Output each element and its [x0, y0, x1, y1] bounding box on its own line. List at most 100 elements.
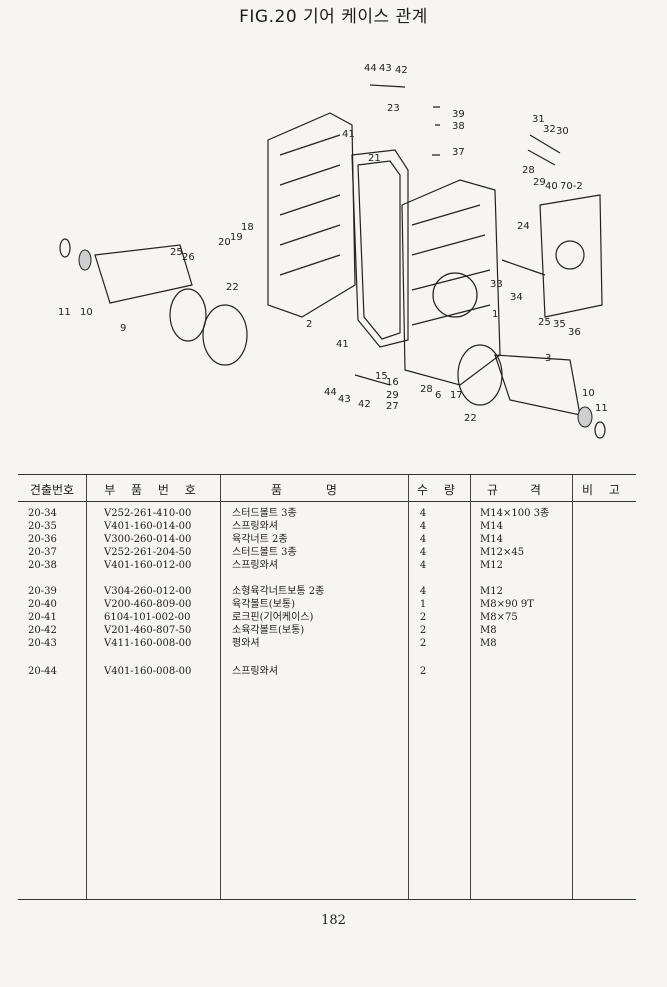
callout-label: 16: [386, 377, 399, 388]
cell-spec: M12×45: [480, 547, 525, 558]
column-divider: [572, 475, 573, 899]
cell-no: 20-37: [28, 547, 57, 558]
column-divider: [408, 475, 409, 899]
cell-part-no: V401-160-014-00: [104, 521, 192, 532]
callout-label: 22: [226, 282, 239, 293]
cell-name: 육각볼트(보통): [232, 599, 296, 610]
cell-name: 스프링와셔: [232, 666, 278, 677]
cell-no: 20-38: [28, 560, 57, 571]
cell-spec: M8: [480, 638, 497, 649]
cell-part-no: V304-260-012-00: [104, 586, 192, 597]
callout-label: 44: [364, 63, 377, 74]
left-axle-housing: [94, 244, 193, 304]
cell-part-no: V411-160-008-00: [104, 638, 192, 649]
cell-part-no: V201-460-807-50: [104, 625, 192, 636]
cell-name: 로크핀(기어케이스): [232, 612, 314, 623]
callout-label: 22: [464, 413, 477, 424]
callout-label: 44: [324, 387, 337, 398]
table-row: 20-42 V201-460-807-50 소육각볼트(보통) 2 M8: [18, 624, 636, 637]
cell-part-no: 6104-101-002-00: [104, 612, 191, 623]
callout-label: 43: [379, 63, 392, 74]
table-row: 20-37 V252-261-204-50 스터드볼트 3종 4 M12×45: [18, 546, 636, 559]
callout-label: 2: [306, 319, 312, 330]
cell-no: 20-43: [28, 638, 57, 649]
callout-label: 31: [532, 114, 545, 125]
callout-label: 29: [533, 177, 546, 188]
table-header: 견출번호 부 품 번 호 품 명 수 량 규 격 비 고: [18, 475, 636, 502]
cell-part-no: V252-261-410-00: [104, 508, 192, 519]
cell-qty: 4: [419, 586, 427, 597]
callout-label: 26: [182, 252, 195, 263]
table-row: 20-40 V200-460-809-00 육각볼트(보통) 1 M8×90 9…: [18, 598, 636, 611]
table-row: 20-44 V401-160-008-00 스프링와셔 2: [18, 665, 636, 678]
exploded-diagram: 44 43 42 23 39 38 37 41 21 31 32 30 28 2…: [58, 63, 608, 439]
callout-label: 70-2: [560, 181, 583, 192]
cell-spec: M14×100 3종: [480, 508, 550, 519]
callout-label: 17: [450, 390, 463, 401]
cell-no: 20-34: [28, 508, 57, 519]
callout-label: 33: [490, 279, 503, 290]
callout-label: 41: [342, 129, 355, 140]
callout-label: 1: [492, 309, 498, 320]
header-spec: 규 격: [487, 483, 555, 497]
callout-label: 25: [538, 317, 551, 328]
cell-qty: 4: [419, 521, 427, 532]
side-cover-outline: [539, 194, 603, 318]
cell-spec: M8×90 9T: [480, 599, 534, 610]
header-qty: 수 량: [417, 483, 461, 497]
cell-part-no: V252-261-204-50: [104, 547, 192, 558]
callout-label: 30: [556, 126, 569, 137]
cell-qty: 4: [419, 560, 427, 571]
cell-spec: M12: [480, 560, 503, 571]
callout-layer: 44 43 42 23 39 38 37 41 21 31 32 30 28 2…: [58, 63, 608, 424]
table-row: 20-41 6104-101-002-00 로크핀(기어케이스) 2 M8×75: [18, 611, 636, 624]
callout-label: 28: [420, 384, 433, 395]
table-row: 20-43 V411-160-008-00 평와셔 2 M8: [18, 637, 636, 650]
cell-spec: M14: [480, 521, 503, 532]
column-divider: [86, 475, 87, 899]
cell-name: 스터드볼트 3종: [232, 547, 297, 558]
table-row: 20-34 V252-261-410-00 스터드볼트 3종 4 M14×100…: [18, 507, 636, 520]
cell-qty: 2: [419, 625, 427, 636]
callout-label: 6: [435, 390, 441, 401]
callout-label: 39: [452, 109, 465, 120]
callout-label: 43: [338, 394, 351, 405]
callout-label: 24: [517, 221, 530, 232]
cell-no: 20-40: [28, 599, 57, 610]
callout-label: 35: [553, 319, 566, 330]
cell-qty: 2: [419, 612, 427, 623]
cell-no: 20-39: [28, 586, 57, 597]
cell-name: 소육각볼트(보통): [232, 625, 305, 636]
cell-qty: 2: [419, 666, 427, 677]
cell-no: 20-35: [28, 521, 57, 532]
table-row: 20-39 V304-260-012-00 소형육각너트보통 2종 4 M12: [18, 585, 636, 598]
page-number: 182: [321, 913, 346, 928]
cell-part-no: V300-260-014-00: [104, 534, 192, 545]
callout-label: 21: [368, 153, 381, 164]
figure-title: FIG.20 기어 케이스 관계: [239, 7, 428, 27]
gasket-outline: [351, 149, 409, 348]
callout-label: 29: [386, 390, 399, 401]
header-remark: 비 고: [582, 483, 626, 497]
cell-qty: 1: [419, 599, 427, 610]
table-row: 20-36 V300-260-014-00 육각너트 2종 4 M14: [18, 533, 636, 546]
cell-spec: M8: [480, 625, 497, 636]
left-case-outline: [267, 112, 356, 318]
cell-name: 육각너트 2종: [232, 534, 288, 545]
column-divider: [470, 475, 471, 899]
callout-label: 42: [358, 399, 371, 410]
right-case-outline: [401, 179, 501, 386]
callout-label: 40: [545, 181, 558, 192]
callout-label: 10: [80, 307, 93, 318]
callout-label: 10: [582, 388, 595, 399]
cell-part-no: V401-160-008-00: [104, 666, 192, 677]
callout-label: 28: [522, 165, 535, 176]
cell-name: 스프링와셔: [232, 560, 278, 571]
table-row: 20-35 V401-160-014-00 스프링와셔 4 M14: [18, 520, 636, 533]
cell-no: 20-36: [28, 534, 57, 545]
cell-name: 평와셔: [232, 638, 260, 649]
cell-part-no: V200-460-809-00: [104, 599, 192, 610]
cell-spec: M14: [480, 534, 503, 545]
cell-spec: M8×75: [480, 612, 518, 623]
callout-label: 18: [241, 222, 254, 233]
